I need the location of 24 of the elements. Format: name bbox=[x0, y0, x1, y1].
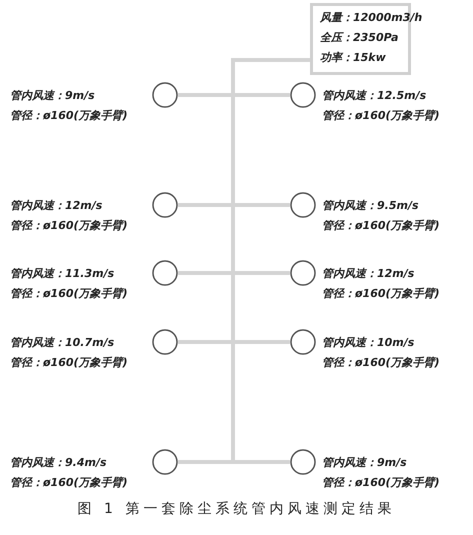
measurement-text: 管径：ø160(万象手臂) bbox=[10, 109, 128, 123]
measurement-text: 管径：ø160(万象手臂) bbox=[322, 109, 440, 123]
measurement-text: 管径：ø160(万象手臂) bbox=[322, 476, 440, 490]
measurement-text: 管内风速：11.3m/s bbox=[10, 267, 114, 281]
measurement-text: 管内风速：9.4m/s bbox=[10, 456, 107, 470]
fan-parameter: 风量：12000m3/h bbox=[320, 11, 422, 25]
measurement-text: 管径：ø160(万象手臂) bbox=[322, 356, 440, 370]
fan-parameter: 功率：15kw bbox=[320, 51, 386, 65]
figure-caption: 图 1 第一套除尘系统管内风速测定结果 bbox=[76, 500, 396, 518]
measurement-text: 管径：ø160(万象手臂) bbox=[10, 219, 128, 233]
measurement-text: 管径：ø160(万象手臂) bbox=[10, 476, 128, 490]
measurement-text: 管径：ø160(万象手臂) bbox=[10, 287, 128, 301]
fan-parameter: 全压：2350Pa bbox=[320, 31, 398, 45]
measurement-text: 管径：ø160(万象手臂) bbox=[322, 219, 440, 233]
measurement-text: 管内风速：9.5m/s bbox=[322, 199, 419, 213]
measurement-text: 管内风速：12m/s bbox=[10, 199, 102, 213]
measurement-text: 管内风速：10m/s bbox=[322, 336, 414, 350]
measurement-text: 管内风速：10.7m/s bbox=[10, 336, 114, 350]
measurement-text: 管径：ø160(万象手臂) bbox=[10, 356, 128, 370]
measurement-text: 管径：ø160(万象手臂) bbox=[322, 287, 440, 301]
measurement-text: 管内风速：9m/s bbox=[322, 456, 407, 470]
measurement-text: 管内风速：12.5m/s bbox=[322, 89, 426, 103]
measurement-text: 管内风速：12m/s bbox=[322, 267, 414, 281]
measurement-text: 管内风速：9m/s bbox=[10, 89, 95, 103]
